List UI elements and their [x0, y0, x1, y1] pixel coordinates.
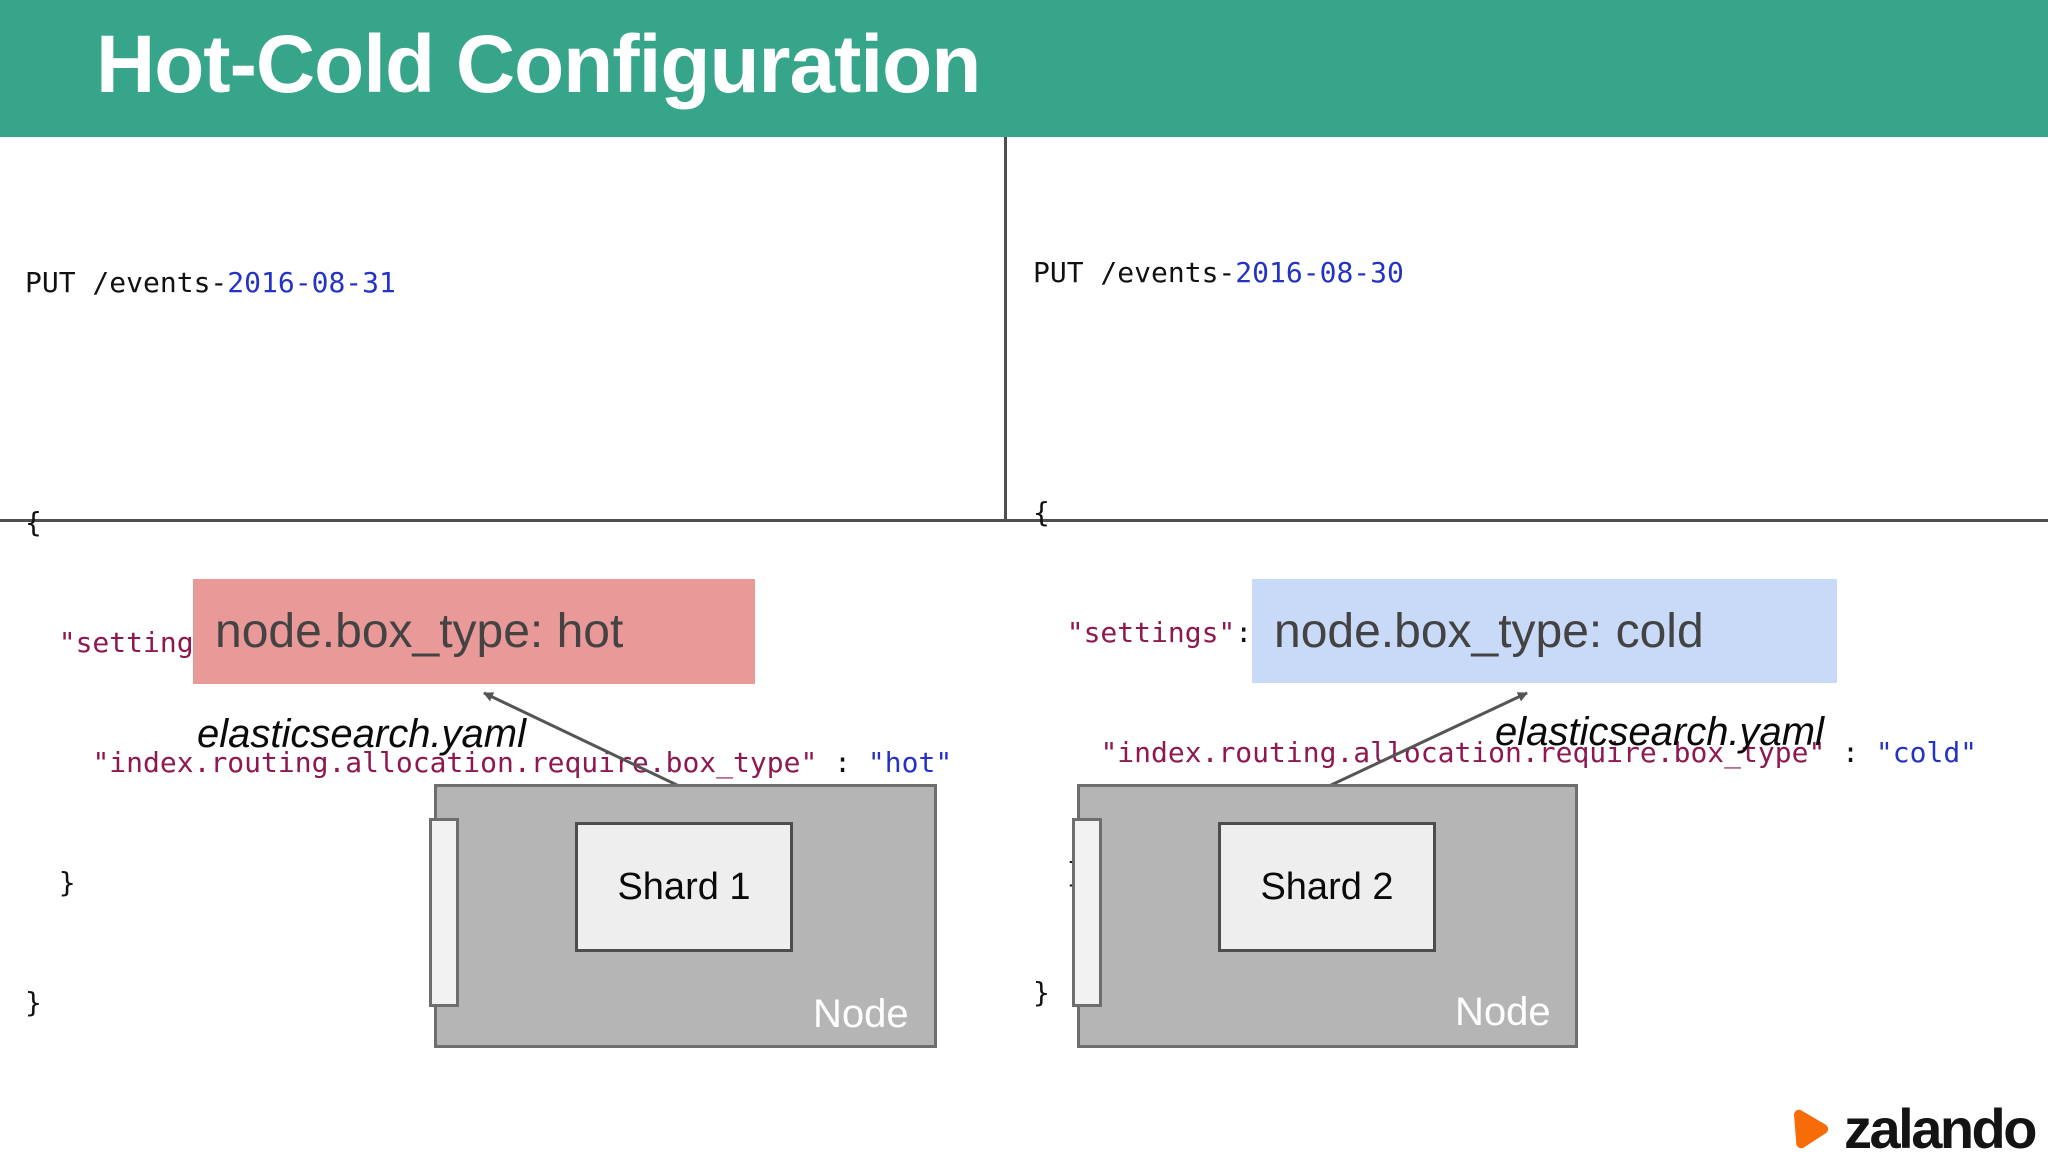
node-label-right: Node — [1455, 990, 1551, 1034]
code-line-blank — [1033, 373, 1977, 413]
indent — [25, 626, 59, 659]
code-line-close-inner: } — [25, 863, 952, 903]
node-label-left: Node — [813, 992, 909, 1036]
page-title: Hot-Cold Configuration — [96, 18, 981, 110]
code-line-open: { — [25, 503, 952, 543]
vertical-divider — [1004, 137, 1007, 519]
close-outer: } — [25, 986, 42, 1019]
node-disk-tab-left — [429, 818, 459, 1007]
cold-config-label: node.box_type: cold — [1252, 579, 1837, 683]
index-separator: : — [817, 746, 868, 779]
code-line-index: "index.routing.allocation.require.box_ty… — [25, 743, 952, 783]
index-key: "index.routing.allocation.require.box_ty… — [92, 746, 818, 779]
yaml-filename-right: elasticsearch.yaml — [1495, 710, 1825, 754]
index-value: "hot" — [867, 746, 953, 779]
settings-key: "settings" — [1066, 616, 1236, 649]
zalando-logo: zalando — [1788, 1096, 2037, 1152]
request-prefix: PUT /events- — [25, 266, 228, 299]
code-line-request: PUT /events-2016-08-30 — [1033, 253, 1977, 293]
open-brace: { — [1033, 496, 1050, 529]
shard-1-label: Shard 1 — [617, 865, 751, 908]
index-value: "cold" — [1875, 736, 1978, 769]
close-outer: } — [1033, 976, 1050, 1009]
indent — [1033, 736, 1100, 769]
indent — [25, 746, 92, 779]
request-prefix: PUT /events- — [1033, 256, 1236, 289]
hot-config-label: node.box_type: hot — [193, 579, 755, 684]
index-separator: : — [1825, 736, 1876, 769]
shard-2-label: Shard 2 — [1260, 865, 1394, 908]
open-brace: { — [25, 506, 42, 539]
close-inner: } — [25, 866, 76, 899]
code-line-close-outer: } — [25, 983, 952, 1023]
yaml-filename-left: elasticsearch.yaml — [197, 712, 527, 756]
title-bar: Hot-Cold Configuration — [0, 0, 2048, 137]
hot-config-text: node.box_type: hot — [215, 605, 624, 658]
node-disk-tab-right — [1072, 818, 1102, 1007]
indent — [1033, 616, 1067, 649]
shard-box-1: Shard 1 — [575, 822, 793, 952]
code-line-open: { — [1033, 493, 1977, 533]
horizontal-divider — [0, 519, 2048, 522]
code-line-request: PUT /events-2016-08-31 — [25, 263, 952, 303]
request-date: 2016-08-31 — [227, 266, 396, 299]
code-line-blank — [25, 383, 952, 423]
zalando-wordmark: zalando — [1844, 1097, 2037, 1152]
shard-box-2: Shard 2 — [1218, 822, 1436, 952]
code-line-close-outer: } — [1033, 973, 1977, 1013]
zalando-triangle-icon — [1794, 1109, 1829, 1148]
request-date: 2016-08-30 — [1235, 256, 1404, 289]
cold-config-text: node.box_type: cold — [1274, 604, 1704, 658]
